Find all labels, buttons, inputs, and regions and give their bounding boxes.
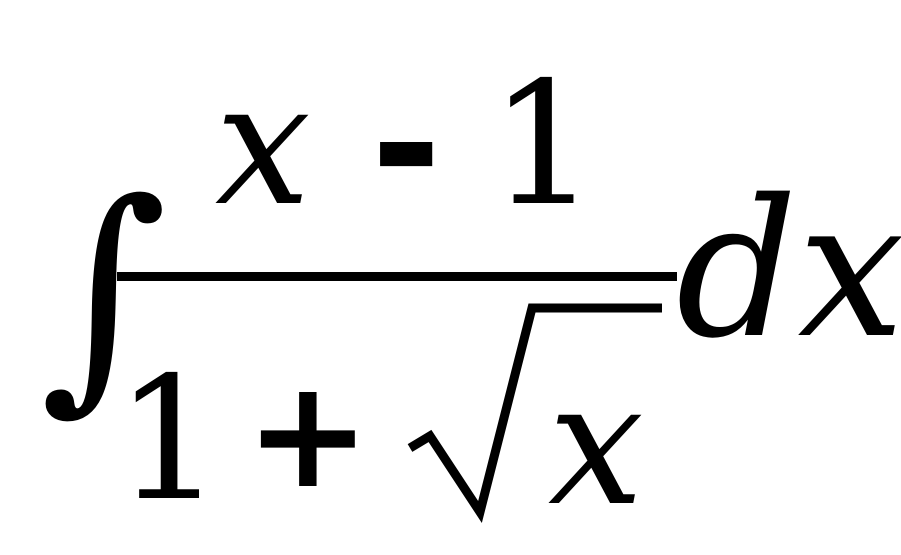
integral-sign: ∫	[40, 150, 168, 435]
differential: dx	[676, 159, 901, 380]
numerator: x-1	[215, 60, 598, 230]
radicand-variable: x	[548, 346, 644, 544]
denominator-constant: 1	[115, 341, 224, 539]
numerator-variable: x	[215, 46, 311, 244]
denominator-operator: +	[245, 348, 371, 522]
numerator-constant: 1	[489, 46, 598, 244]
fraction-bar	[117, 272, 677, 281]
numerator-operator: -	[370, 46, 442, 244]
square-root-symbol	[407, 303, 662, 523]
